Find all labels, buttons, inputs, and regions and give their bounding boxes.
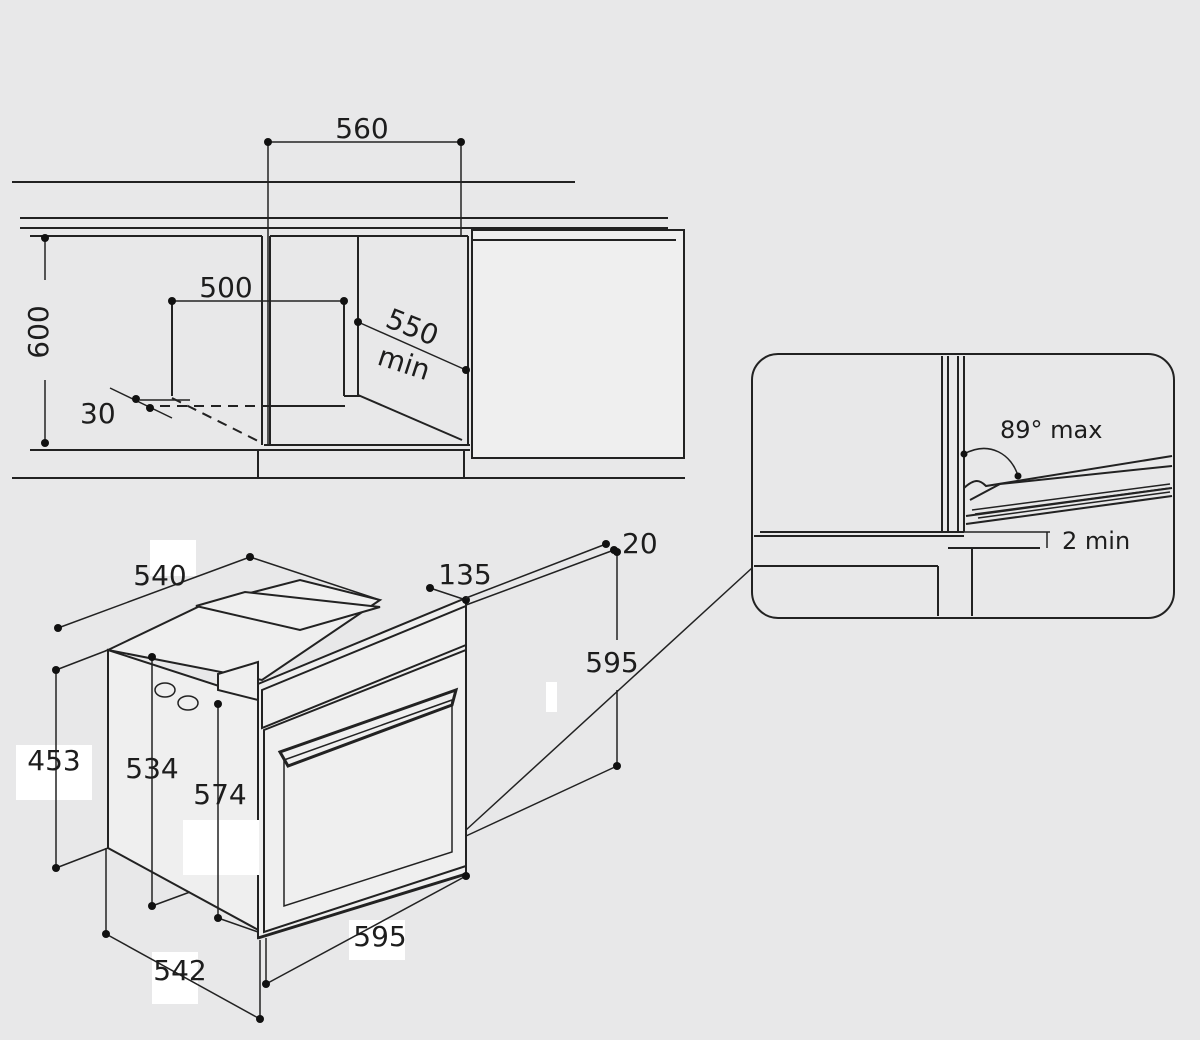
label-width-opening: 560 (335, 112, 388, 145)
dimension-depth-body: 540 (54, 553, 381, 632)
label-depth-bottom: 542 (153, 954, 206, 987)
dimension-width-opening: 560 (264, 112, 465, 445)
label-door-angle: 89° max (1000, 416, 1102, 444)
detail-inset: 89° max 2 min (751, 353, 1175, 619)
dimension-height-door: 574 (193, 700, 259, 933)
label-rear-gap: 30 (80, 397, 116, 430)
label-height-opening: 600 (22, 305, 55, 358)
label-handle-depth: 135 (438, 558, 491, 591)
dimension-height-left: 453 (27, 649, 109, 872)
dimension-depth-bottom: 542 (102, 848, 264, 1023)
cabinet-niche-drawing (12, 181, 685, 479)
adjacent-cabinet-door (471, 229, 685, 459)
dimension-rear-gap: 30 (80, 395, 154, 430)
label-gap-min: 2 min (1062, 527, 1130, 555)
label-height-front: 595 (585, 646, 638, 679)
label-height-door: 574 (193, 778, 246, 811)
control-panel (261, 604, 467, 730)
dimension-handle-depth: 135 (426, 558, 492, 604)
label-width-front: 595 (353, 920, 406, 953)
label-top-gap: 20 (622, 527, 658, 560)
dimension-height-front: 595 (465, 548, 639, 837)
label-depth-body: 540 (133, 559, 186, 592)
oven-drawing (104, 578, 467, 940)
dimension-cutout-width: 500 (168, 271, 348, 305)
dimension-height-mid: 534 (125, 653, 191, 910)
dimension-height-opening: 600 (22, 234, 55, 447)
label-height-left: 453 (27, 744, 80, 777)
dimension-depth-min: 550 min (354, 302, 470, 387)
oven-handle (277, 687, 459, 768)
dimension-top-gap: 20 (465, 527, 658, 606)
label-cutout-width: 500 (199, 271, 252, 304)
dimension-width-front: 595 (262, 866, 470, 988)
detail-leader-line (465, 567, 753, 831)
label-height-mid: 534 (125, 752, 178, 785)
